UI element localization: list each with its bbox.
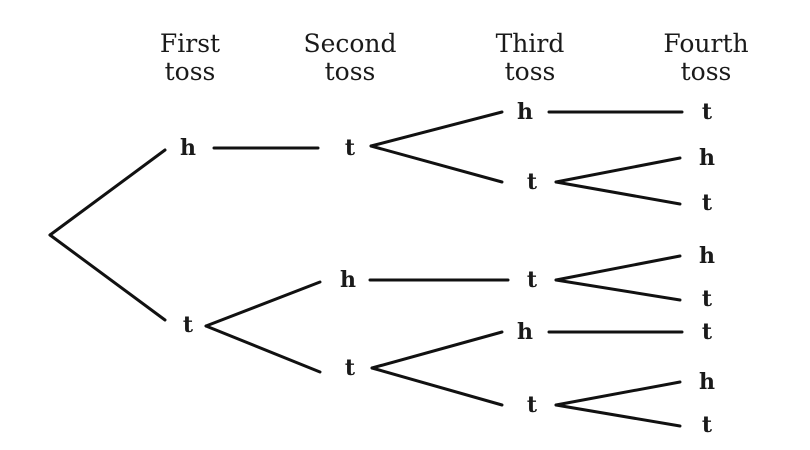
node-third-toss: h — [517, 99, 533, 125]
edge-t1-h2 — [204, 280, 322, 328]
edge-root-h1 — [48, 148, 167, 237]
edge-t3c-t4 — [554, 403, 682, 428]
node-fourth-toss: t — [702, 190, 713, 216]
node-fourth-toss: t — [702, 412, 713, 438]
header-second-toss: Second toss — [303, 29, 396, 86]
node-third-toss: t — [527, 392, 538, 418]
node-fourth-toss: t — [702, 286, 713, 312]
header-third-line1: Third — [496, 29, 565, 58]
node-first-toss: t — [183, 312, 194, 338]
edge-t2b-h3 — [370, 330, 504, 370]
tree-edges — [48, 110, 684, 428]
edge-t3b-h4 — [554, 254, 682, 282]
node-fourth-toss: h — [699, 243, 715, 269]
edge-t3b-t4 — [554, 278, 682, 302]
edge-t2-t3 — [369, 144, 504, 184]
header-first-toss: First toss — [160, 29, 220, 86]
edge-t3-h4 — [554, 156, 682, 184]
edge-root-t1 — [48, 233, 167, 322]
node-second-toss: t — [345, 355, 356, 381]
node-second-toss: h — [340, 267, 356, 293]
header-second-line1: Second — [303, 29, 396, 58]
header-first-line2: toss — [165, 57, 216, 86]
node-fourth-toss: t — [702, 319, 713, 345]
node-second-toss: t — [345, 135, 356, 161]
node-fourth-toss: h — [699, 145, 715, 171]
node-third-toss: t — [527, 267, 538, 293]
edge-t3-t4 — [554, 180, 682, 206]
node-fourth-toss: t — [702, 99, 713, 125]
header-fourth-line1: Fourth — [663, 29, 748, 58]
edge-t3c-h4 — [554, 380, 682, 407]
edge-t2b-t3 — [370, 366, 504, 407]
node-third-toss: h — [517, 319, 533, 345]
header-third-toss: Third toss — [496, 29, 565, 86]
node-first-toss: h — [180, 135, 196, 161]
header-fourth-line2: toss — [681, 57, 732, 86]
header-third-line2: toss — [505, 57, 556, 86]
header-first-line1: First — [160, 29, 220, 58]
node-fourth-toss: h — [699, 369, 715, 395]
node-third-toss: t — [527, 169, 538, 195]
header-second-line2: toss — [325, 57, 376, 86]
edge-t2-h3 — [369, 110, 504, 148]
header-fourth-toss: Fourth toss — [663, 29, 748, 86]
edge-t1-t2 — [204, 324, 322, 374]
